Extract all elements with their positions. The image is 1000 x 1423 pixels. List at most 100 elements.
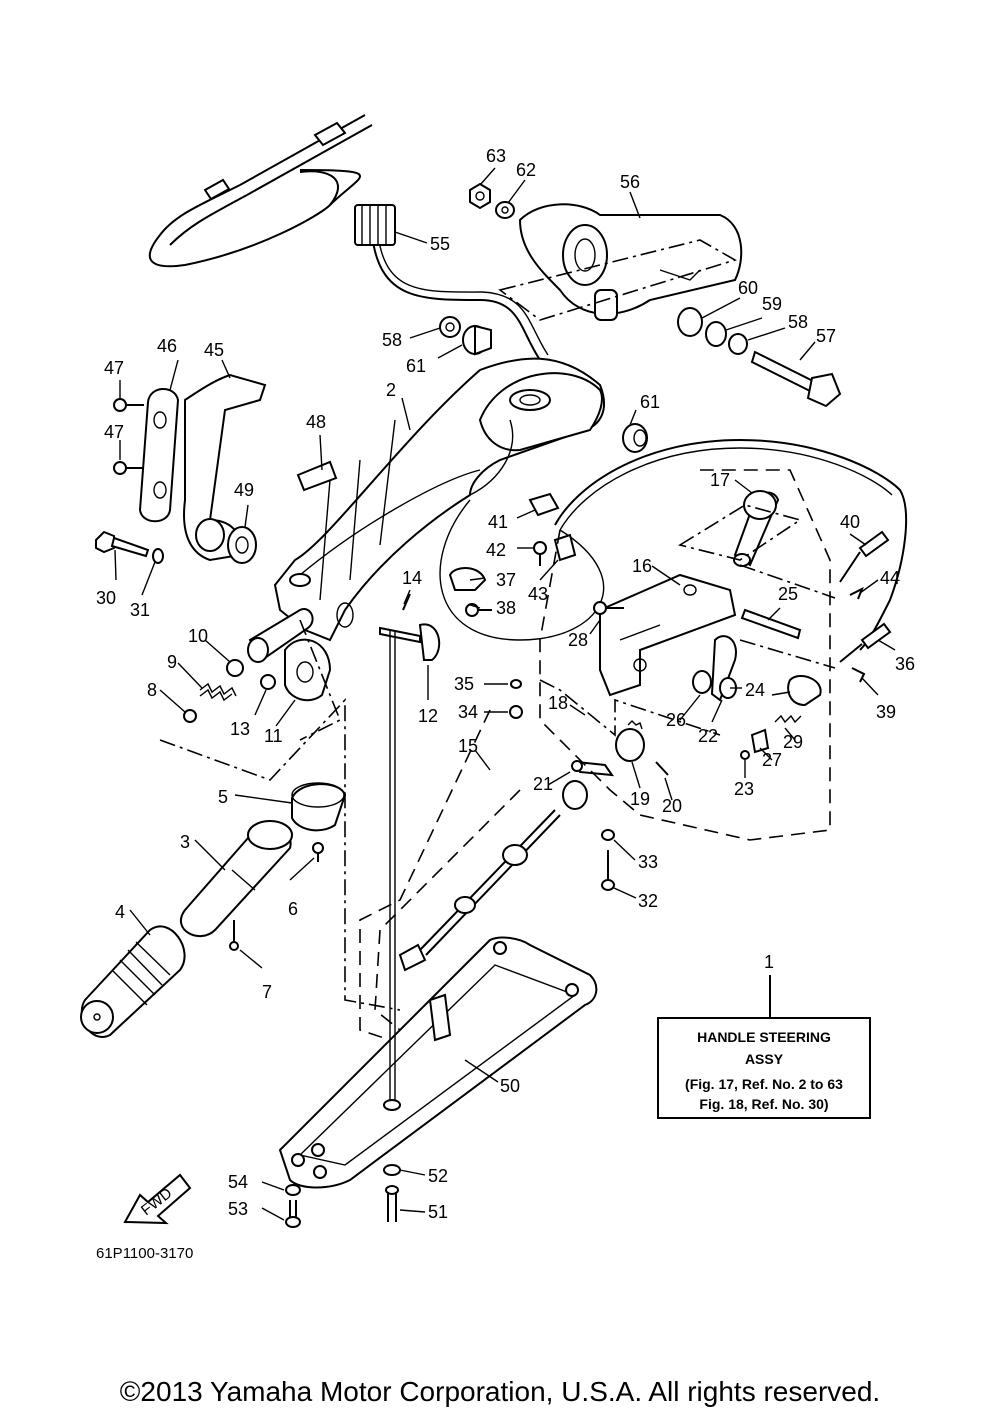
copyright-notice: ©2013 Yamaha Motor Corporation, U.S.A. A… xyxy=(119,1376,881,1407)
label-part-51: 51 xyxy=(428,1202,448,1222)
label-part-50: 50 xyxy=(500,1076,520,1096)
arm-17 xyxy=(733,490,780,567)
label-part-11: 11 xyxy=(264,726,283,746)
bolt-32 xyxy=(601,850,615,891)
washer-58b xyxy=(728,333,748,355)
label-part-34: 34 xyxy=(458,702,478,722)
label-part-44: 44 xyxy=(880,568,900,588)
label-part-56: 56 xyxy=(620,172,640,192)
label-part-62: 62 xyxy=(516,160,536,180)
bolt-53 xyxy=(285,1200,301,1228)
bolt-30 xyxy=(95,530,150,558)
fwd-arrow-icon: FWD xyxy=(123,1173,192,1225)
collar-60 xyxy=(677,307,703,337)
link-21 xyxy=(571,760,615,777)
tiller-body-2 xyxy=(273,357,605,642)
pin-23 xyxy=(740,750,750,760)
label-part-18: 18 xyxy=(548,693,568,713)
label-part-61b: 61 xyxy=(640,392,660,412)
collar-21b xyxy=(562,780,588,810)
bottom-cover-50 xyxy=(278,936,598,1189)
nut-63 xyxy=(469,182,491,210)
harness-loop xyxy=(439,499,605,641)
spring-9 xyxy=(199,682,237,702)
label-part-53: 53 xyxy=(228,1199,248,1219)
label-part-55: 55 xyxy=(430,234,450,254)
label-part-28: 28 xyxy=(568,630,588,650)
ring-10 xyxy=(226,659,244,677)
washer-8 xyxy=(183,709,197,723)
cable-end-40 xyxy=(839,530,890,583)
collar-13 xyxy=(260,674,276,690)
label-part-26: 26 xyxy=(666,710,686,730)
screw-28 xyxy=(593,601,624,615)
label-part-47a: 47 xyxy=(104,358,124,378)
label-part-40: 40 xyxy=(840,512,860,532)
assy-line2: ASSY xyxy=(745,1051,784,1067)
label-part-38: 38 xyxy=(496,598,516,618)
label-part-48: 48 xyxy=(306,412,326,432)
label-part-12: 12 xyxy=(418,706,438,726)
dashed-outline-right xyxy=(539,469,831,841)
rod-vertical xyxy=(383,630,401,1111)
washer-31 xyxy=(152,548,164,564)
label-part-58a: 58 xyxy=(382,330,402,350)
label-part-25: 25 xyxy=(778,584,798,604)
washer-54 xyxy=(285,1184,301,1196)
label-part-19: 19 xyxy=(630,789,650,809)
label-part-13: 13 xyxy=(230,719,250,739)
label-part-49: 49 xyxy=(234,480,254,500)
clip-41 xyxy=(528,492,560,517)
label-part-20: 20 xyxy=(662,796,682,816)
label-part-45: 45 xyxy=(204,340,224,360)
label-part-5: 5 xyxy=(218,787,228,807)
label-part-31: 31 xyxy=(130,600,150,620)
connector-55 xyxy=(354,204,396,246)
label-part-6: 6 xyxy=(288,899,298,919)
collar-61b xyxy=(622,423,648,453)
screw-7 xyxy=(229,920,239,951)
leader-lines xyxy=(114,167,896,1221)
bolt-57 xyxy=(750,350,842,408)
label-part-43: 43 xyxy=(528,584,548,604)
assy-line3: (Fig. 17, Ref. No. 2 to 63 xyxy=(685,1076,843,1092)
label-part-9: 9 xyxy=(167,652,177,672)
label-part-15: 15 xyxy=(458,736,478,756)
label-part-37: 37 xyxy=(496,570,516,590)
assy-line4: Fig. 18, Ref. No. 30) xyxy=(699,1096,828,1112)
label-part-7: 7 xyxy=(262,982,272,1002)
label-part-10: 10 xyxy=(188,626,208,646)
washer-59 xyxy=(705,321,727,347)
label-part-58b: 58 xyxy=(788,312,808,332)
stop-27 xyxy=(750,728,770,754)
pin-25 xyxy=(740,608,802,640)
label-part-54: 54 xyxy=(228,1172,248,1192)
bracket-16 xyxy=(599,573,737,697)
wire-harness xyxy=(371,234,549,361)
label-part-61a: 61 xyxy=(406,356,426,376)
label-part-24: 24 xyxy=(745,680,765,700)
throttle-cables xyxy=(148,114,373,268)
shaft-pin xyxy=(247,608,314,663)
bolt-51 xyxy=(385,1185,399,1222)
label-part-47b: 47 xyxy=(104,422,124,442)
clip-39 xyxy=(851,667,866,683)
label-part-57: 57 xyxy=(816,326,836,346)
screw-47b xyxy=(113,461,144,475)
guide-shaft xyxy=(299,619,342,741)
washer-33 xyxy=(601,829,615,841)
label-part-60: 60 xyxy=(738,278,758,298)
label-part-21: 21 xyxy=(533,774,553,794)
label-part-4: 4 xyxy=(115,902,125,922)
label-part-23: 23 xyxy=(734,779,754,799)
washer-62 xyxy=(495,201,515,219)
label-part-33: 33 xyxy=(638,852,658,872)
collar-61a xyxy=(462,324,492,356)
screw-38 xyxy=(465,603,492,617)
label-part-32: 32 xyxy=(638,891,658,911)
grip-cover-4 xyxy=(80,925,186,1038)
screw-6 xyxy=(312,842,324,862)
clip-43 xyxy=(553,533,577,562)
guard-46 xyxy=(138,388,180,523)
